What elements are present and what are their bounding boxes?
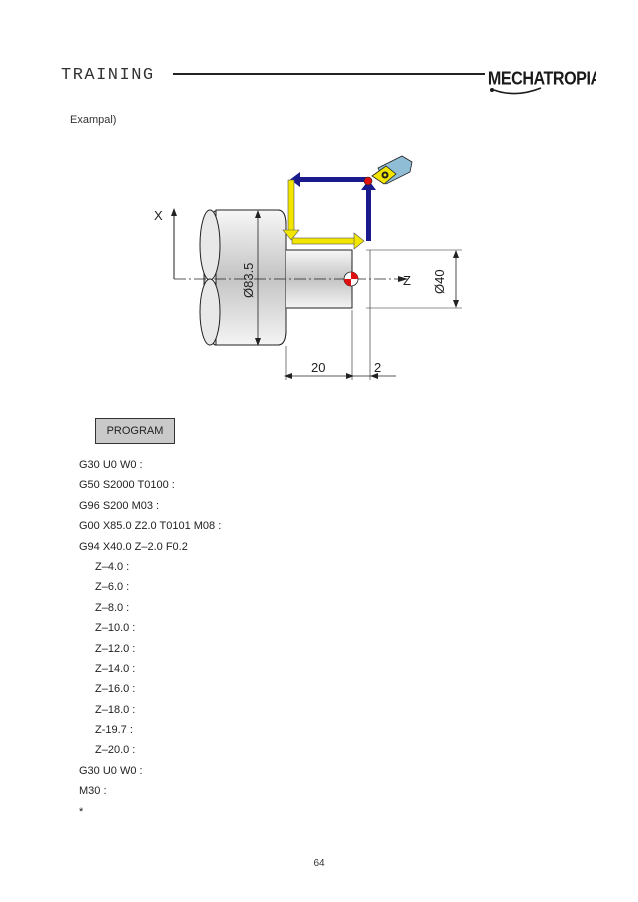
program-line: Z–10.0 : bbox=[95, 622, 136, 635]
program-label: PROGRAM bbox=[95, 418, 175, 444]
program-line: Z–16.0 : bbox=[95, 683, 136, 696]
program-line: Z–4.0 : bbox=[95, 560, 130, 573]
mechatropia-logo: MECHATROPIA bbox=[488, 67, 596, 95]
program-line: Z–8.0 : bbox=[95, 601, 130, 614]
cutting-tool-icon bbox=[363, 155, 413, 186]
rapid-path bbox=[290, 172, 376, 241]
program-line: G30 U0 W0 : bbox=[79, 459, 143, 471]
page-number: 64 bbox=[313, 858, 325, 869]
program-line: G94 X40.0 Z–2.0 F0.2 bbox=[79, 540, 188, 553]
program-line: Z–12.0 : bbox=[95, 642, 136, 655]
header-rule bbox=[173, 73, 485, 75]
program-line: M30 : bbox=[79, 785, 107, 798]
offset-label: 2 bbox=[374, 360, 381, 375]
program-line: G50 S2000 T0100 : bbox=[79, 479, 175, 492]
feed-path bbox=[282, 179, 365, 250]
program-line: Z–6.0 : bbox=[95, 581, 130, 594]
program-line: Z–18.0 : bbox=[95, 703, 136, 716]
program-line: Z–14.0 : bbox=[95, 662, 136, 675]
logo-text: MECHATROPIA bbox=[488, 67, 596, 88]
example-caption: Exampal) bbox=[70, 114, 117, 126]
program-line: Z-19.7 : bbox=[95, 724, 133, 737]
program-code: G30 U0 W0 : G50 S2000 T0100 : G96 S200 M03… bbox=[79, 455, 221, 822]
x-axis-label: X bbox=[154, 208, 163, 223]
origin-marker bbox=[343, 271, 359, 287]
length-label: 20 bbox=[311, 360, 325, 375]
program-line: Z–20.0 : bbox=[95, 744, 136, 757]
header-title: TRAINING bbox=[61, 66, 155, 85]
z-axis-label: Z bbox=[403, 273, 411, 288]
program-line: * bbox=[79, 805, 84, 818]
diameter-large-label: Ø83.5 bbox=[241, 263, 256, 298]
program-line: G00 X85.0 Z2.0 T0101 M08 : bbox=[79, 520, 222, 533]
program-line: G30 U0 W0 : bbox=[79, 764, 143, 777]
program-line: G96 S200 M03 : bbox=[79, 499, 160, 512]
turning-diagram: X Z Ø83.5 Ø40 20 2 bbox=[154, 155, 462, 380]
diameter-small-label: Ø40 bbox=[432, 269, 447, 294]
